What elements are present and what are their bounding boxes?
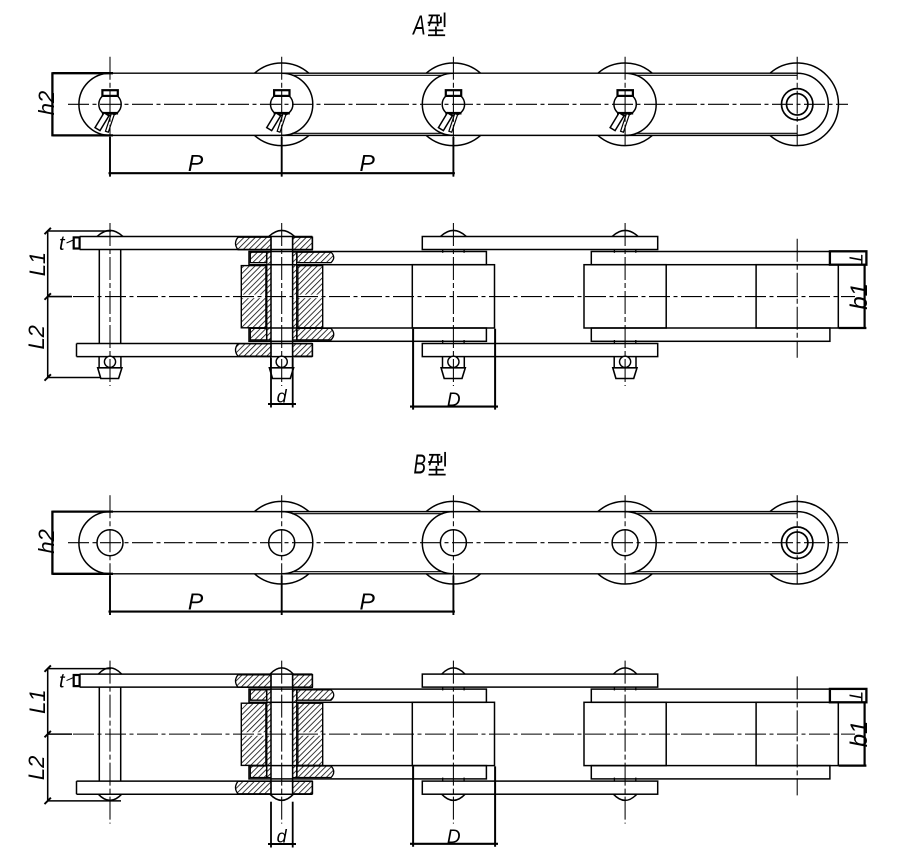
svg-text:P: P (360, 150, 376, 176)
svg-text:L1: L1 (25, 252, 50, 276)
svg-text:D: D (447, 827, 461, 848)
svg-text:P: P (188, 150, 204, 176)
svg-text:T: T (846, 691, 866, 704)
svg-text:D: D (447, 390, 461, 411)
svg-text:d: d (277, 387, 288, 407)
svg-text:L1: L1 (25, 689, 50, 713)
svg-text:L2: L2 (24, 325, 49, 349)
svg-text:t: t (59, 671, 66, 693)
svg-text:h2: h2 (34, 529, 59, 553)
svg-text:T: T (846, 253, 866, 266)
svg-text:B: B (414, 449, 427, 480)
svg-text:d: d (277, 827, 288, 847)
svg-text:h2: h2 (34, 91, 59, 115)
svg-text:L2: L2 (24, 756, 49, 780)
svg-text:A: A (412, 9, 426, 40)
svg-text:P: P (188, 588, 204, 614)
svg-text:t: t (59, 233, 66, 255)
svg-text:P: P (360, 588, 376, 614)
